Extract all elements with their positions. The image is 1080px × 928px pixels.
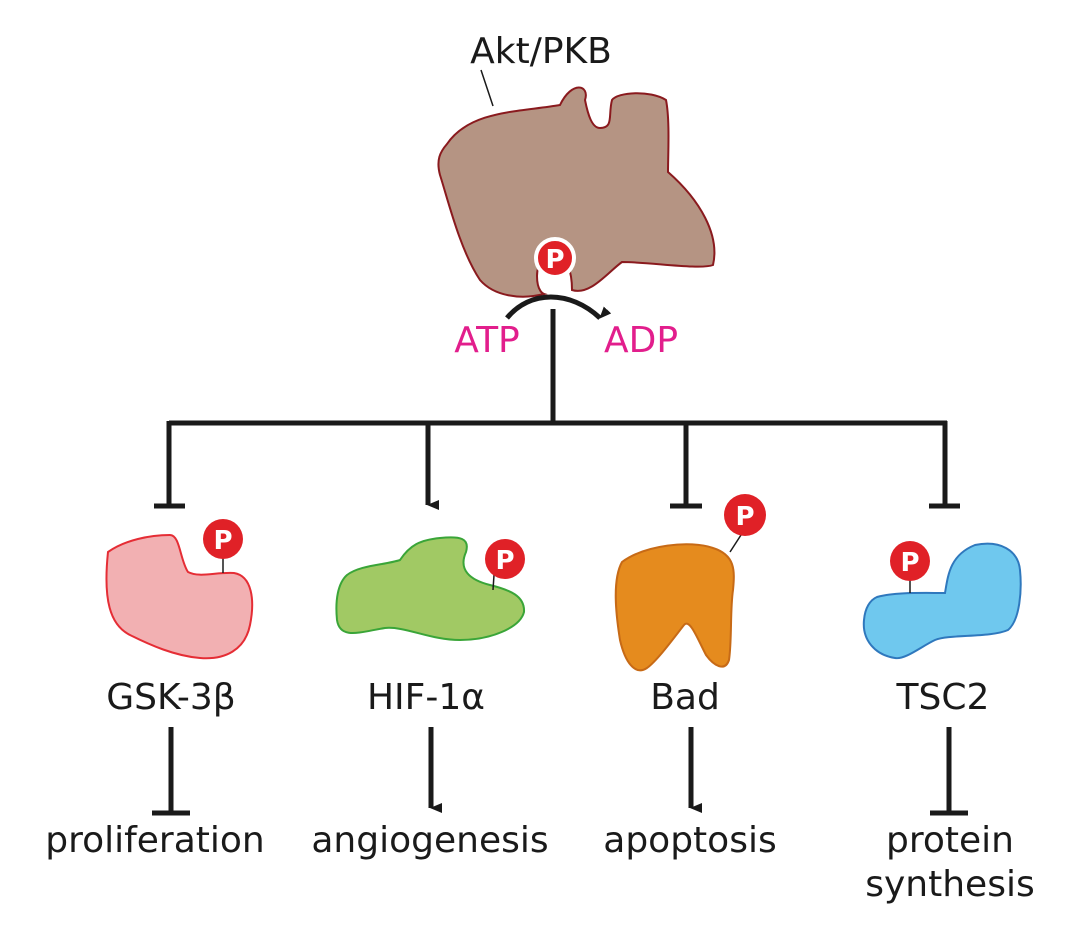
tsc-protein xyxy=(862,542,1022,660)
akt-label-leader xyxy=(480,69,494,107)
synthesis-label: synthesis xyxy=(865,864,1034,905)
atp-label: ATP xyxy=(454,320,520,361)
bad-label: Bad xyxy=(650,677,720,718)
tsc-phospho-label: P xyxy=(900,548,919,578)
adp-label: ADP xyxy=(604,320,678,361)
atp-adp-arrow xyxy=(505,294,612,320)
angiogenesis-label: angiogenesis xyxy=(311,820,548,861)
bad-phospho-label: P xyxy=(735,502,754,532)
akt-label: Akt/PKB xyxy=(470,31,612,72)
bad-phospho-stem xyxy=(729,534,742,553)
tsc-label: TSC2 xyxy=(896,677,990,718)
gsk-label: GSK-3β xyxy=(106,677,235,718)
bad-protein xyxy=(614,543,735,672)
akt-protein xyxy=(437,86,716,298)
bad-phospho-circle xyxy=(724,494,766,536)
hif-phospho-label: P xyxy=(495,546,514,576)
hif-label: HIF-1α xyxy=(367,677,485,718)
gsk-protein xyxy=(105,533,254,660)
akt-phospho-label: P xyxy=(545,245,564,275)
hif-protein xyxy=(335,536,526,642)
gsk-phospho-circle xyxy=(203,519,243,559)
gsk-phospho-label: P xyxy=(213,526,232,556)
protein-label: protein xyxy=(886,820,1014,861)
hif-phospho-circle xyxy=(485,539,525,579)
tsc-phospho-circle xyxy=(890,541,930,581)
proliferation-label: proliferation xyxy=(45,820,265,861)
apoptosis-label: apoptosis xyxy=(603,820,776,861)
akt-phospho-circle xyxy=(534,237,576,279)
